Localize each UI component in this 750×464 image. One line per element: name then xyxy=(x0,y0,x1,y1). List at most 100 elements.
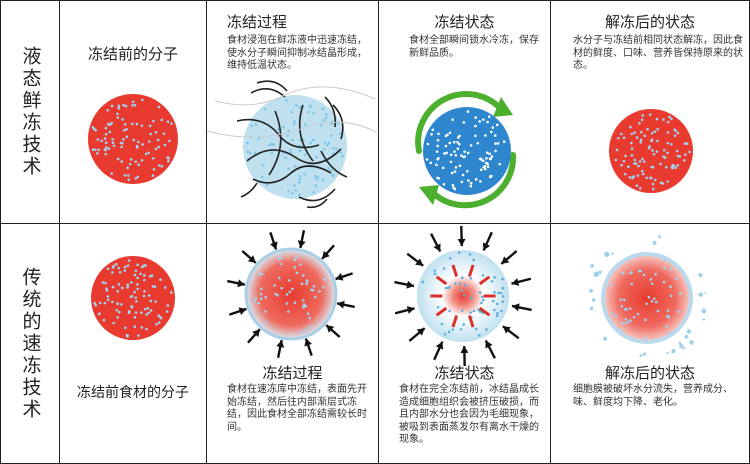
water-molecule-dot xyxy=(465,169,469,173)
water-molecule-dot xyxy=(673,128,676,131)
water-molecule-dot xyxy=(134,269,138,273)
water-molecule-dot xyxy=(131,104,134,107)
cell-title: 解冻后的状态 xyxy=(604,364,695,382)
water-molecule-dot xyxy=(116,316,119,319)
water-molecule-dot xyxy=(631,176,634,180)
water-molecule-dot xyxy=(463,150,466,153)
frozen-state-illustration xyxy=(394,225,532,367)
water-molecule-dot xyxy=(315,177,318,181)
water-molecule-dot xyxy=(298,149,302,153)
water-molecule-dot xyxy=(678,155,682,158)
water-droplet xyxy=(704,291,707,295)
half-frozen-ball xyxy=(244,247,338,341)
arrow-head xyxy=(482,242,491,251)
water-molecule-dot xyxy=(148,274,152,278)
water-molecule-dot xyxy=(616,136,620,140)
water-molecule-dot xyxy=(93,302,97,305)
water-molecule-dot xyxy=(614,314,618,318)
water-molecule-dot xyxy=(666,120,670,124)
water-molecule-dot xyxy=(254,123,258,126)
water-droplet xyxy=(666,351,669,354)
water-molecule-dot xyxy=(495,314,499,318)
water-molecule-dot xyxy=(131,100,135,104)
water-molecule-dot xyxy=(469,184,473,188)
water-molecule-dot xyxy=(274,292,277,296)
water-molecule-dot xyxy=(474,116,477,119)
water-molecule-dot xyxy=(248,151,252,155)
water-molecule-dot xyxy=(329,169,333,172)
water-molecule-dot xyxy=(457,251,461,254)
water-molecule-dot xyxy=(634,162,638,165)
arrow-head xyxy=(501,256,510,264)
water-molecule-dot xyxy=(127,174,130,177)
water-molecule-dot xyxy=(280,286,283,290)
cell-title: 冻结过程 xyxy=(262,364,323,382)
water-molecule-dot xyxy=(314,184,318,187)
water-molecule-dot xyxy=(460,154,463,157)
water-molecule-dot xyxy=(167,159,170,163)
water-molecule-dot xyxy=(278,276,281,280)
arrow-head xyxy=(326,325,335,333)
water-molecule-dot xyxy=(501,286,505,290)
water-molecule-dot xyxy=(467,179,470,182)
water-molecule-dot xyxy=(106,295,110,298)
water-molecule-dot xyxy=(662,280,666,284)
water-molecule-dot xyxy=(163,143,167,147)
water-molecule-dot xyxy=(669,294,673,298)
water-molecule-dot xyxy=(483,164,487,168)
water-molecule-dot xyxy=(614,158,618,162)
water-molecule-dot xyxy=(140,265,144,269)
water-molecule-dot xyxy=(106,108,110,112)
water-molecule-dot xyxy=(142,278,146,282)
water-molecule-dot xyxy=(136,287,139,291)
water-molecule-dot xyxy=(301,305,305,309)
water-molecule-dot xyxy=(668,115,671,119)
water-molecule-dot xyxy=(662,118,665,121)
cell-description: 食材全部瞬间锁水冷冻，保存新鲜品质。 xyxy=(409,35,539,59)
water-molecule-dot xyxy=(650,176,653,180)
water-molecule-dot xyxy=(461,276,464,280)
water-molecule-dot xyxy=(254,297,257,300)
water-molecule-dot xyxy=(293,184,296,187)
water-molecule-dot xyxy=(120,145,123,149)
water-molecule-dot xyxy=(139,272,142,276)
water-molecule-dot xyxy=(484,134,487,137)
cell-description: 食材在完全冻结前，冰结晶成长造成细胞组织会被挤压破损，而且内部水分也会因为毛细现… xyxy=(399,384,539,445)
water-molecule-dot xyxy=(148,140,151,143)
arrow-head xyxy=(322,250,330,259)
water-molecule-dot xyxy=(104,126,108,130)
water-droplet xyxy=(686,329,692,334)
water-molecule-dot xyxy=(430,132,433,136)
water-molecule-dot xyxy=(624,321,627,325)
water-molecule-dot xyxy=(264,310,267,313)
ice-crystal-crack xyxy=(451,315,459,328)
water-molecule-dot xyxy=(117,104,121,108)
water-molecule-dot xyxy=(142,274,146,277)
water-molecule-dot xyxy=(493,290,496,294)
water-molecule-dot xyxy=(137,163,141,167)
water-molecule-dot xyxy=(294,189,298,192)
water-molecule-dot xyxy=(116,112,119,116)
water-molecule-dot xyxy=(321,107,325,111)
water-molecule-dot xyxy=(123,265,127,269)
water-molecule-dot xyxy=(460,309,464,312)
water-molecule-dot xyxy=(152,119,155,123)
water-molecule-dot xyxy=(436,138,440,142)
water-molecule-dot xyxy=(106,298,110,302)
water-molecule-dot xyxy=(293,120,296,123)
water-molecule-dot xyxy=(141,143,144,146)
water-molecule-dot xyxy=(276,127,280,131)
water-molecule-dot xyxy=(446,133,449,137)
water-molecule-dot xyxy=(486,165,490,169)
arrow-head xyxy=(247,255,256,263)
water-molecule-dot xyxy=(157,314,160,317)
water-molecule-dot xyxy=(155,322,158,326)
freezing-process-illustration xyxy=(227,230,355,358)
water-molecule-dot xyxy=(132,138,135,142)
water-molecule-dot xyxy=(308,326,311,329)
water-molecule-dot xyxy=(136,276,139,280)
water-molecule-dot xyxy=(462,323,465,326)
red-molecule xyxy=(91,256,175,340)
water-molecule-dot xyxy=(485,151,489,155)
water-molecule-dot xyxy=(127,178,130,182)
